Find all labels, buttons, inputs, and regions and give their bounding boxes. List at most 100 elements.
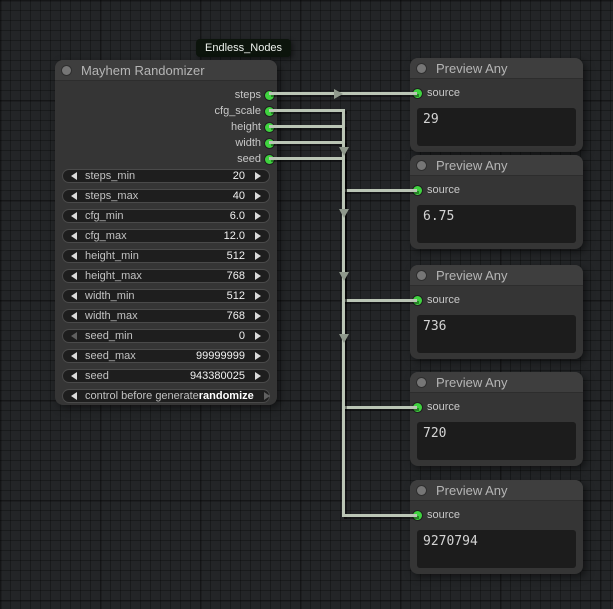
increment-arrow-icon[interactable]: [255, 292, 261, 300]
decrement-arrow-icon[interactable]: [71, 272, 77, 280]
prev-option-arrow-icon[interactable]: [71, 392, 77, 400]
link-cfg-direction-arrow-icon: [338, 147, 349, 156]
widget-label: steps_min: [85, 170, 136, 182]
node-title-bar[interactable]: Preview Any: [410, 265, 583, 286]
widget-value[interactable]: 943380025: [189, 370, 245, 382]
link-height-wire: [269, 125, 345, 128]
decrement-arrow-icon[interactable]: [71, 332, 77, 340]
preview-any-node-2[interactable]: Preview Any source 6.75: [410, 155, 583, 249]
increment-arrow-icon[interactable]: [255, 312, 261, 320]
widget-seed[interactable]: seed 943380025: [62, 369, 270, 383]
decrement-arrow-icon[interactable]: [71, 252, 77, 260]
increment-arrow-icon[interactable]: [255, 272, 261, 280]
widget-value[interactable]: 768: [226, 270, 245, 282]
widget-seed-min[interactable]: seed_min 0: [62, 329, 270, 343]
link-seed-wire: [342, 514, 417, 517]
increment-arrow-icon[interactable]: [255, 352, 261, 360]
input-port-dot[interactable]: [413, 185, 422, 195]
widget-value[interactable]: 0: [238, 330, 245, 342]
preview-value-box[interactable]: 6.75: [417, 205, 576, 243]
collapse-dot-icon[interactable]: [417, 485, 426, 495]
widget-value[interactable]: 40: [232, 190, 245, 202]
input-port-dot[interactable]: [413, 510, 422, 520]
increment-arrow-icon[interactable]: [255, 212, 261, 220]
preview-value-box[interactable]: 736: [417, 315, 576, 353]
collapse-dot-icon[interactable]: [62, 65, 71, 75]
widget-height-min[interactable]: height_min 512: [62, 249, 270, 263]
preview-any-node-4[interactable]: Preview Any source 720: [410, 372, 583, 466]
next-option-arrow-icon[interactable]: [263, 392, 270, 400]
widget-steps-min[interactable]: steps_min 20: [62, 169, 270, 183]
increment-arrow-icon[interactable]: [255, 192, 261, 200]
node-title-bar[interactable]: Preview Any: [410, 58, 583, 79]
node-title: Mayhem Randomizer: [81, 62, 205, 78]
node-title: Preview Any: [436, 267, 508, 283]
input-port-dot[interactable]: [413, 295, 422, 305]
widget-cfg-max[interactable]: cfg_max 12.0: [62, 229, 270, 243]
collapse-dot-icon[interactable]: [417, 377, 426, 387]
widget-width-max[interactable]: width_max 768: [62, 309, 270, 323]
preview-any-node-1[interactable]: Preview Any source 29: [410, 58, 583, 152]
widget-width-min[interactable]: width_min 512: [62, 289, 270, 303]
increment-arrow-icon[interactable]: [255, 172, 261, 180]
increment-arrow-icon[interactable]: [255, 332, 261, 340]
input-port-source: source: [410, 292, 583, 308]
increment-arrow-icon[interactable]: [255, 372, 261, 380]
widget-value[interactable]: 20: [232, 170, 245, 182]
output-port-cfg-scale: cfg_scale: [55, 103, 277, 119]
link-height-direction-arrow-icon: [338, 209, 349, 218]
preview-any-node-5[interactable]: Preview Any source 9270794: [410, 480, 583, 574]
decrement-arrow-icon[interactable]: [71, 292, 77, 300]
preview-value-box[interactable]: 9270794: [417, 530, 576, 568]
output-port-dot[interactable]: [265, 90, 274, 100]
input-port-source: source: [410, 85, 583, 101]
mayhem-randomizer-node[interactable]: Mayhem Randomizer steps cfg_scale height…: [55, 60, 277, 405]
decrement-arrow-icon[interactable]: [71, 372, 77, 380]
widget-value[interactable]: 99999999: [196, 350, 245, 362]
decrement-arrow-icon[interactable]: [71, 192, 77, 200]
increment-arrow-icon[interactable]: [255, 252, 261, 260]
output-port-width: width: [55, 135, 277, 151]
widget-value[interactable]: 12.0: [223, 230, 245, 242]
increment-arrow-icon[interactable]: [255, 232, 261, 240]
port-label: source: [427, 184, 461, 196]
port-label: source: [427, 509, 461, 521]
preview-any-node-3[interactable]: Preview Any source 736: [410, 265, 583, 359]
decrement-arrow-icon[interactable]: [71, 212, 77, 220]
widget-label: control before generate: [85, 390, 199, 402]
decrement-arrow-icon[interactable]: [71, 232, 77, 240]
widget-control-before-generate[interactable]: control before generate randomize: [62, 389, 270, 403]
input-port-dot[interactable]: [413, 402, 422, 412]
widget-seed-max[interactable]: seed_max 99999999: [62, 349, 270, 363]
widget-height-max[interactable]: height_max 768: [62, 269, 270, 283]
collapse-dot-icon[interactable]: [417, 270, 426, 280]
node-title-bar[interactable]: Preview Any: [410, 155, 583, 176]
node-title-bar[interactable]: Mayhem Randomizer: [55, 60, 277, 81]
collapse-dot-icon[interactable]: [417, 63, 426, 73]
node-title: Preview Any: [436, 374, 508, 390]
output-port-seed: seed: [55, 151, 277, 167]
widget-value[interactable]: 6.0: [229, 210, 245, 222]
widget-steps-max[interactable]: steps_max 40: [62, 189, 270, 203]
port-label: source: [427, 294, 461, 306]
widget-label: cfg_max: [85, 230, 127, 242]
preview-value-box[interactable]: 720: [417, 422, 576, 460]
widget-value[interactable]: 512: [226, 250, 245, 262]
decrement-arrow-icon[interactable]: [71, 352, 77, 360]
node-title-bar[interactable]: Preview Any: [410, 480, 583, 501]
port-label: source: [427, 401, 461, 413]
decrement-arrow-icon[interactable]: [71, 312, 77, 320]
port-label: height: [231, 121, 261, 133]
input-port-dot[interactable]: [413, 88, 422, 98]
node-category-badge: Endless_Nodes: [196, 39, 292, 57]
output-ports: steps cfg_scale height width seed: [55, 87, 277, 167]
decrement-arrow-icon[interactable]: [71, 172, 77, 180]
widget-value[interactable]: 768: [226, 310, 245, 322]
widget-cfg-min[interactable]: cfg_min 6.0: [62, 209, 270, 223]
widget-value[interactable]: randomize: [198, 390, 254, 402]
widget-value[interactable]: 512: [226, 290, 245, 302]
node-title-bar[interactable]: Preview Any: [410, 372, 583, 393]
preview-value-box[interactable]: 29: [417, 108, 576, 146]
collapse-dot-icon[interactable]: [417, 160, 426, 170]
